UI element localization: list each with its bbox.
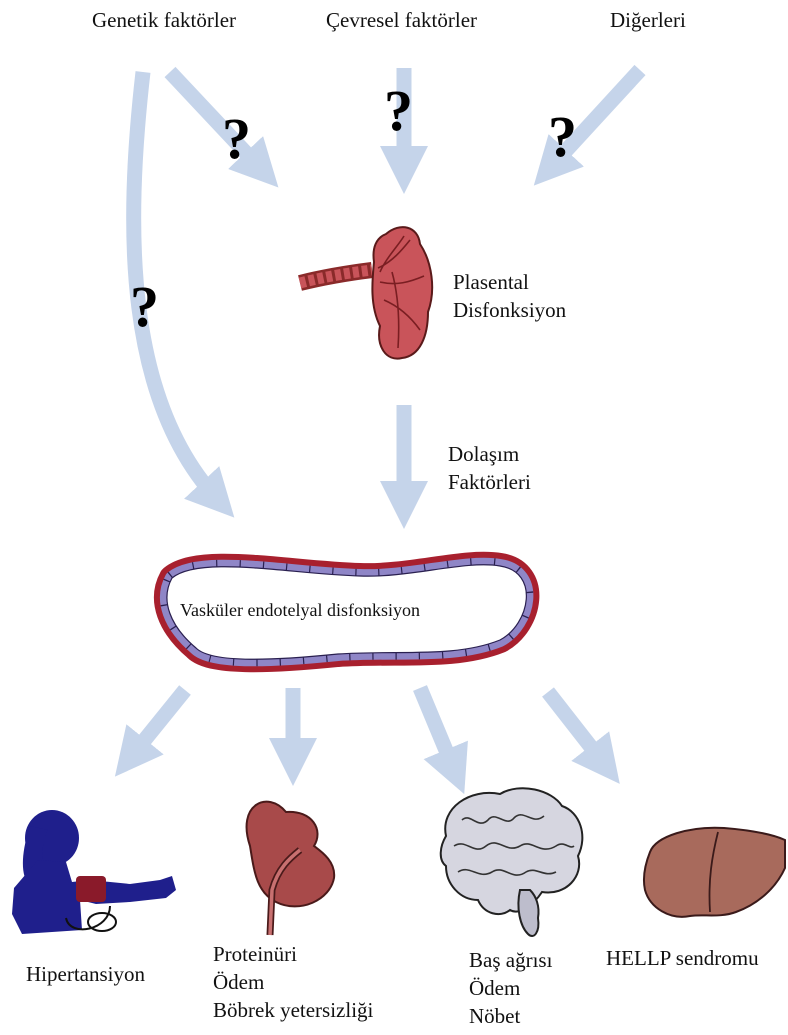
circulating-factors-line1: Dolaşım: [448, 440, 531, 468]
question-mark-genetic-vessel: ?: [130, 278, 159, 336]
question-mark-environmental: ?: [384, 82, 413, 140]
kidney-outcome-renal-failure: Böbrek yetersizliği: [213, 996, 373, 1024]
brain-outcome-headache: Baş ağrısı: [469, 946, 552, 974]
placental-dysfunction-line1: Plasental: [453, 268, 566, 296]
genetic-factors-label: Genetik faktörler: [92, 6, 236, 34]
question-mark-others: ?: [548, 108, 577, 166]
kidney-icon: [247, 802, 335, 935]
placenta-icon: [300, 227, 432, 358]
hypertension-label: Hipertansiyon: [26, 960, 145, 988]
brain-outcome-seizure: Nöbet: [469, 1002, 552, 1030]
circulating-factors-line2: Faktörleri: [448, 468, 531, 496]
placental-dysfunction-line2: Disfonksiyon: [453, 296, 566, 324]
arrow-to-brain: [420, 688, 455, 772]
circulating-factors-label: Dolaşım Faktörleri: [448, 440, 531, 496]
brain-outcome-edema: Ödem: [469, 974, 552, 1002]
brain-icon: [441, 788, 583, 936]
brain-outcomes-label: Baş ağrısı Ödem Nöbet: [469, 946, 552, 1030]
arrow-to-liver: [548, 692, 605, 765]
kidney-outcome-edema: Ödem: [213, 968, 373, 996]
environmental-factors-label: Çevresel faktörler: [326, 6, 477, 34]
arrow-to-hypertension: [130, 690, 185, 758]
hellp-syndrome-label: HELLP sendromu: [606, 944, 759, 972]
liver-icon: [644, 828, 785, 917]
blood-pressure-person-icon: [12, 810, 176, 934]
question-mark-genetic: ?: [222, 110, 251, 168]
others-label: Diğerleri: [610, 6, 686, 34]
vascular-endothelial-dysfunction-label: Vasküler endotelyal disfonksiyon: [180, 599, 420, 621]
placental-dysfunction-label: Plasental Disfonksiyon: [453, 268, 566, 324]
kidney-outcome-proteinuria: Proteinüri: [213, 940, 373, 968]
kidney-outcomes-label: Proteinüri Ödem Böbrek yetersizliği: [213, 940, 373, 1024]
